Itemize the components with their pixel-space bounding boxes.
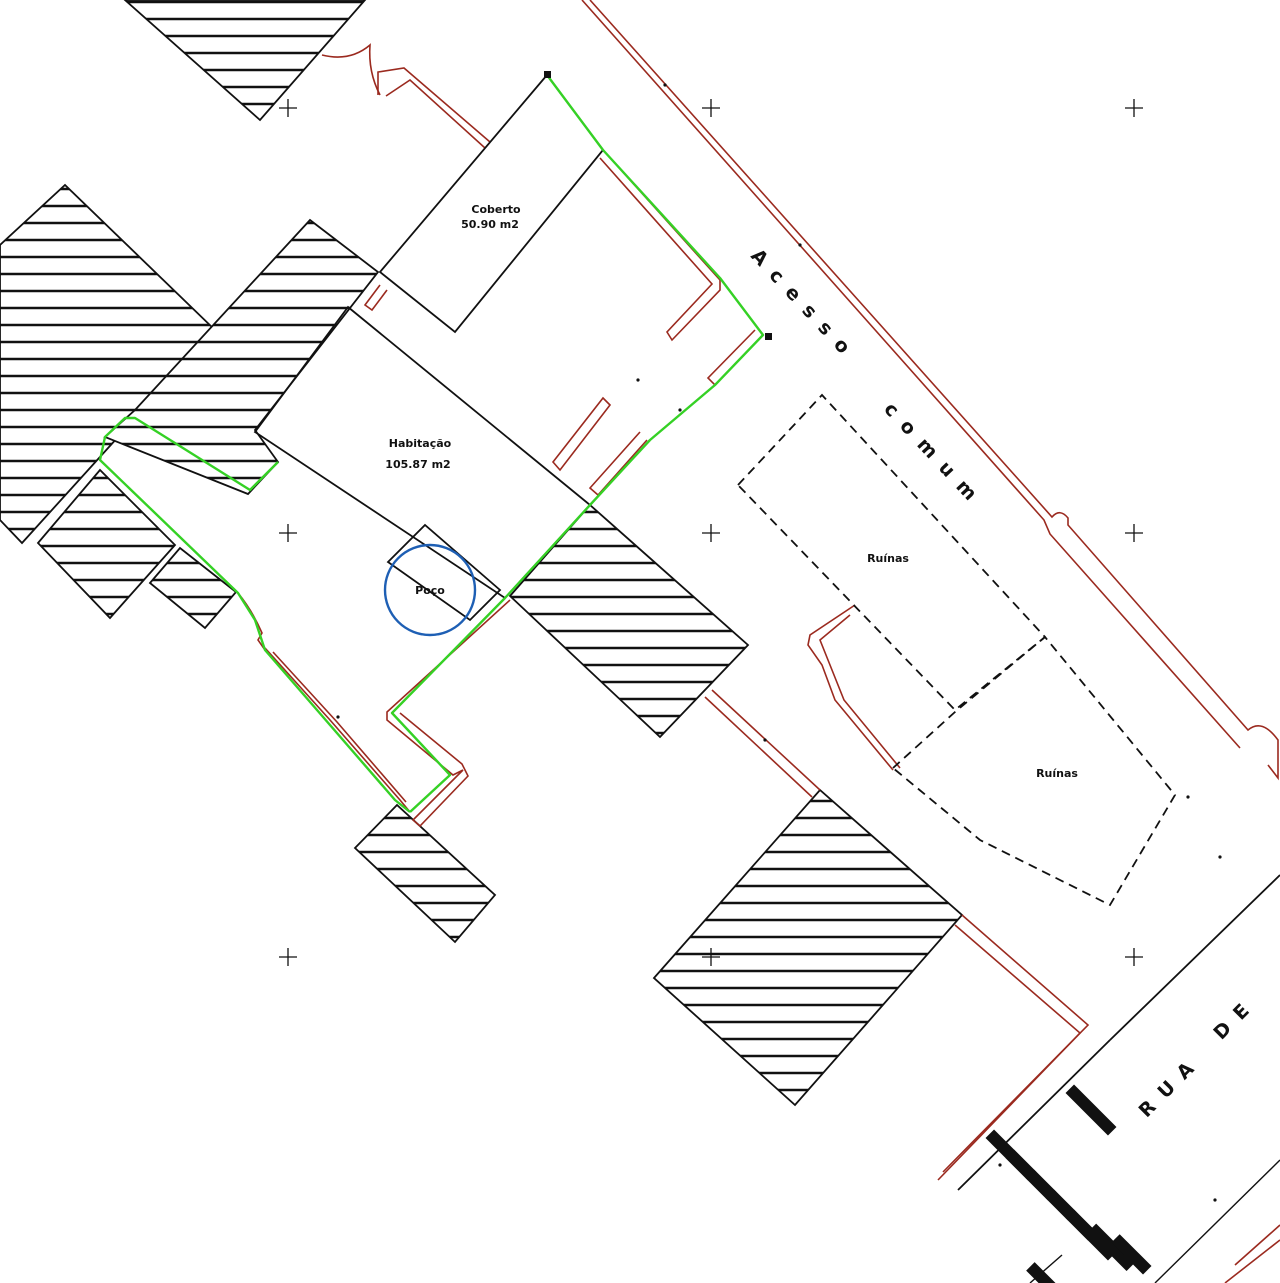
poco-structure bbox=[386, 523, 502, 622]
property-boundary bbox=[98, 71, 772, 813]
survey-points bbox=[336, 83, 1222, 1202]
habitacao-label: Habitação bbox=[389, 437, 452, 450]
rua-label: RUA bbox=[1135, 1050, 1207, 1122]
coberto-area: 50.90 m2 bbox=[461, 218, 519, 231]
property-walls bbox=[237, 0, 1280, 1283]
ruinas-label-1: Ruínas bbox=[867, 552, 909, 565]
boundary-vertex-top bbox=[544, 71, 551, 78]
hatched-building-bottom-large bbox=[652, 788, 964, 1107]
coberto-label: Coberto bbox=[471, 203, 521, 216]
hatched-building-center-right bbox=[508, 503, 750, 739]
hatched-building-lower-left bbox=[36, 468, 177, 620]
habitacao-area: 105.87 m2 bbox=[385, 458, 450, 471]
grid-crosses bbox=[279, 99, 1143, 966]
boundary-vertex-right bbox=[765, 333, 772, 340]
hatched-building-mid-left bbox=[103, 218, 380, 496]
hatched-building-bottom-small bbox=[353, 803, 497, 944]
street bbox=[957, 874, 1280, 1283]
neighbour-buildings bbox=[0, 0, 964, 1107]
hatched-building-top bbox=[123, 0, 367, 122]
de-label: DE bbox=[1209, 991, 1262, 1044]
ruinas-label-2: Ruínas bbox=[1036, 767, 1078, 780]
ruinas-outline-2 bbox=[891, 635, 1177, 907]
crosswalk bbox=[985, 1084, 1152, 1283]
hatched-building-small-left bbox=[148, 546, 238, 630]
poco-label: Poço bbox=[415, 584, 445, 597]
ruins bbox=[736, 393, 1177, 907]
comum-label: comum bbox=[879, 398, 989, 514]
poco-well bbox=[383, 543, 477, 637]
acesso-label: Acesso bbox=[746, 245, 862, 367]
